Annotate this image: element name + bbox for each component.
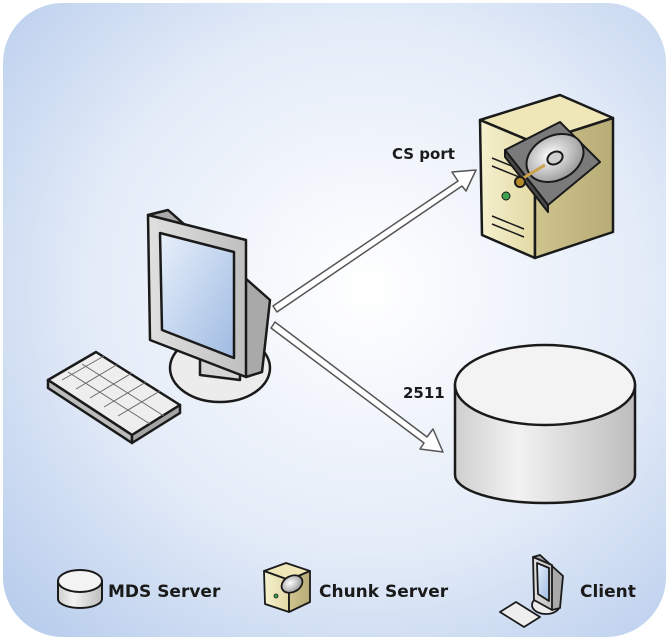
edge-label-mds-port: 2511 (403, 384, 445, 402)
legend-chunk-label: Chunk Server (319, 582, 449, 602)
edge-label-cs-port: CS port (392, 145, 455, 163)
mds-server-icon (453, 343, 637, 505)
keyboard-keys (61, 355, 165, 425)
legend-mds-label: MDS Server (108, 582, 221, 602)
client-workstation-icon (46, 208, 272, 445)
legend-client-label: Client (580, 582, 636, 602)
hard-disk-icon (504, 121, 601, 213)
edge-client-to-chunk (272, 169, 477, 313)
legend-mds-icon (57, 569, 103, 609)
edge-client-to-mds (270, 321, 444, 453)
legend-chunk-icon (263, 562, 311, 613)
legend-client-icon (499, 554, 564, 628)
